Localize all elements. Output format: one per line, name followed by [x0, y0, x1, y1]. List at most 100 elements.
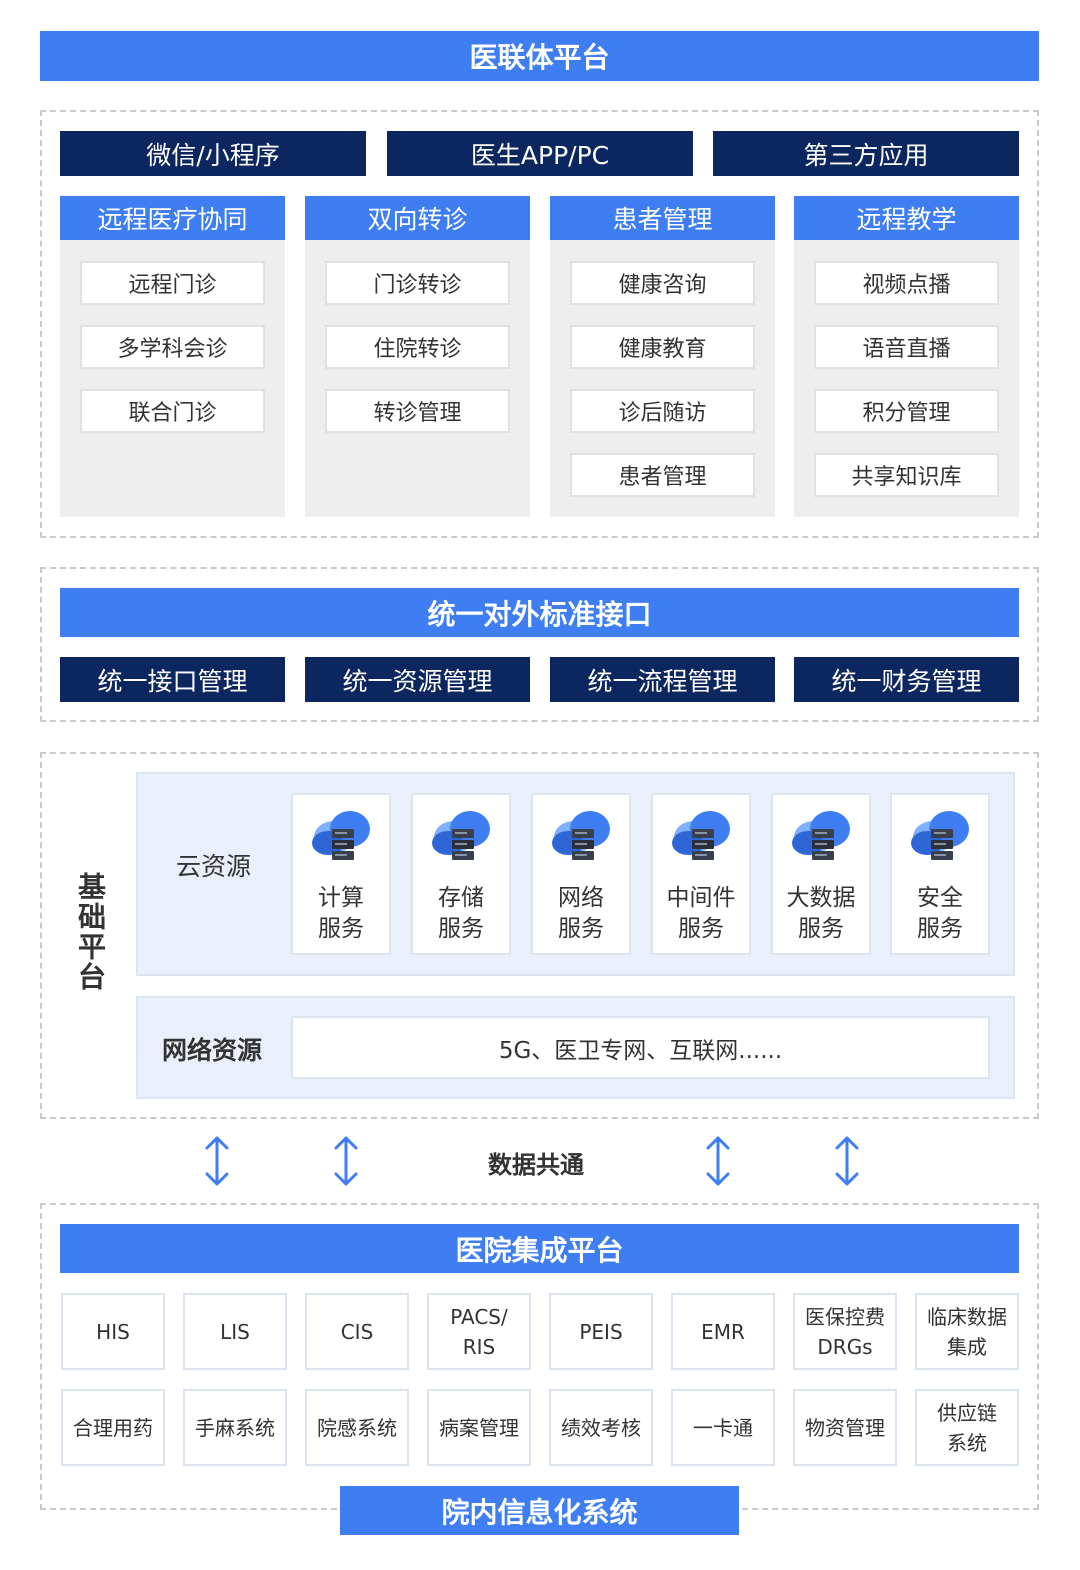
module-item: 多学科会诊 [80, 325, 265, 369]
interface-title: 统一对外标准接口 [60, 588, 1019, 637]
channel-doctor-app: 医生APP/PC [387, 131, 693, 176]
service-name: 安全 [917, 885, 963, 911]
system-cell: EMR [671, 1293, 775, 1370]
service-name: 计算 [318, 885, 364, 911]
double-arrow-icon [832, 1135, 862, 1187]
service-name: 存储 [438, 885, 484, 911]
platform-title: 医联体平台 [40, 31, 1039, 81]
system-name-line2: RIS [462, 1334, 496, 1359]
data-share-label: 数据共通 [488, 1151, 584, 1179]
system-cell: 医保控费 DRGs [793, 1293, 897, 1370]
interface-item: 统一资源管理 [305, 657, 530, 702]
network-resource-label: 网络资源 [162, 1036, 263, 1065]
module-title: 远程教学 [794, 196, 1019, 240]
module-item: 健康教育 [570, 325, 755, 369]
system-name: 医保控费 [805, 1304, 885, 1329]
cloud-server-icon [430, 807, 492, 867]
system-name: 一卡通 [693, 1415, 753, 1440]
system-cell: 手麻系统 [183, 1389, 287, 1466]
service-suffix: 服务 [917, 916, 963, 942]
system-name-line2: 集成 [947, 1334, 987, 1359]
system-cell: 物资管理 [793, 1389, 897, 1466]
system-name-line2: 系统 [947, 1430, 987, 1455]
service-card: 安全 服务 [890, 793, 990, 955]
service-card: 计算 服务 [291, 793, 391, 955]
system-name: 合理用药 [73, 1415, 153, 1440]
interface-section [40, 567, 1039, 722]
system-name: 临床数据 [927, 1304, 1007, 1329]
system-cell: 一卡通 [671, 1389, 775, 1466]
cloud-server-icon [310, 807, 372, 867]
module-title: 患者管理 [550, 196, 775, 240]
service-card: 大数据 服务 [771, 793, 871, 955]
network-resource-value: 5G、医卫专网、互联网...... [291, 1016, 990, 1079]
system-cell: PACS/RIS [427, 1293, 531, 1370]
service-card: 网络 服务 [531, 793, 631, 955]
service-suffix: 服务 [318, 916, 364, 942]
base-platform-label: 基础平台 [74, 872, 107, 992]
hospital-platform-title: 医院集成平台 [60, 1224, 1019, 1273]
system-cell: CIS [305, 1293, 409, 1370]
double-arrow-icon [331, 1135, 361, 1187]
system-cell: 院感系统 [305, 1389, 409, 1466]
service-suffix: 服务 [798, 916, 844, 942]
module-title: 远程医疗协同 [60, 196, 285, 240]
module-item: 诊后随访 [570, 389, 755, 433]
base-platform-section [40, 752, 1039, 1119]
channel-wechat: 微信/小程序 [60, 131, 366, 176]
interface-item: 统一接口管理 [60, 657, 285, 702]
channel-third-party: 第三方应用 [713, 131, 1019, 176]
application-section [40, 110, 1039, 538]
module-item: 住院转诊 [325, 325, 510, 369]
system-name: PACS/ [450, 1304, 508, 1329]
system-name: EMR [701, 1319, 745, 1344]
module-item: 积分管理 [814, 389, 999, 433]
system-name: HIS [96, 1319, 130, 1344]
double-arrow-icon [202, 1135, 232, 1187]
cloud-resource-label: 云资源 [176, 852, 252, 881]
system-cell: 病案管理 [427, 1389, 531, 1466]
service-card: 中间件 服务 [651, 793, 751, 955]
service-name: 中间件 [666, 885, 736, 911]
module-item: 联合门诊 [80, 389, 265, 433]
system-cell: PEIS [549, 1293, 653, 1370]
system-cell: 临床数据集成 [915, 1293, 1019, 1370]
module-item: 远程门诊 [80, 261, 265, 305]
module-item: 患者管理 [570, 453, 755, 497]
system-cell: 合理用药 [61, 1389, 165, 1466]
system-name: 病案管理 [439, 1415, 519, 1440]
service-suffix: 服务 [438, 916, 484, 942]
system-name: CIS [340, 1319, 374, 1344]
double-arrow-icon [703, 1135, 733, 1187]
system-name: PEIS [579, 1319, 623, 1344]
cloud-server-icon [550, 807, 612, 867]
module-item: 健康咨询 [570, 261, 755, 305]
module-item: 视频点播 [814, 261, 999, 305]
service-name: 网络 [558, 885, 604, 911]
service-name: 大数据 [786, 885, 856, 911]
module-title: 双向转诊 [305, 196, 530, 240]
in-hospital-systems-title: 院内信息化系统 [340, 1486, 739, 1535]
cloud-server-icon [670, 807, 732, 867]
module-item: 语音直播 [814, 325, 999, 369]
system-name: 院感系统 [317, 1415, 397, 1440]
service-card: 存储 服务 [411, 793, 511, 955]
cloud-server-icon [790, 807, 852, 867]
system-name: 物资管理 [805, 1415, 885, 1440]
system-cell: 绩效考核 [549, 1389, 653, 1466]
service-suffix: 服务 [678, 916, 724, 942]
service-suffix: 服务 [558, 916, 604, 942]
system-cell: 供应链系统 [915, 1389, 1019, 1466]
module-item: 门诊转诊 [325, 261, 510, 305]
interface-item: 统一流程管理 [550, 657, 775, 702]
module-item: 转诊管理 [325, 389, 510, 433]
system-cell: HIS [61, 1293, 165, 1370]
system-name-line2: DRGs [817, 1334, 873, 1359]
system-name: LIS [220, 1319, 250, 1344]
system-name: 手麻系统 [195, 1415, 275, 1440]
system-name: 绩效考核 [561, 1415, 641, 1440]
cloud-server-icon [909, 807, 971, 867]
module-item: 共享知识库 [814, 453, 999, 497]
system-cell: LIS [183, 1293, 287, 1370]
interface-item: 统一财务管理 [794, 657, 1019, 702]
